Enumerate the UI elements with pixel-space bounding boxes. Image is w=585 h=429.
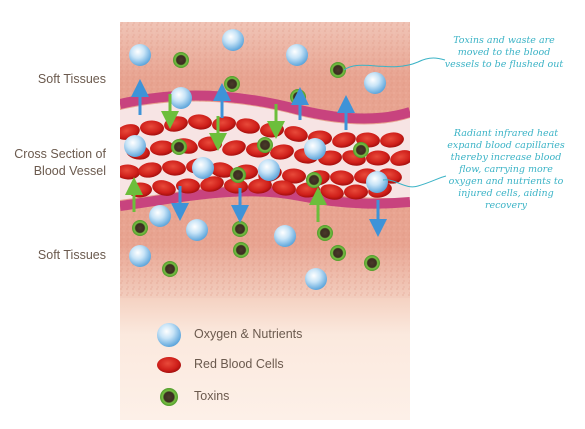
red-blood-cell [150,140,174,156]
oxygen-sphere [222,29,244,51]
annot-line: injured cells, aiding [458,188,554,199]
cross-section-line1: Cross Section of [14,147,106,161]
red-blood-cell [282,168,306,184]
toxin-particle [353,142,369,158]
annot-line: expand blood capillaries [447,140,565,151]
oxygen-sphere [258,159,280,181]
red-blood-cell [188,114,212,130]
toxin-particle [306,172,322,188]
oxygen-sphere [124,135,146,157]
infrared-annotation: Radiant infrared heat expand blood capil… [436,128,576,212]
red-blood-cell [330,170,354,186]
oxygen-sphere [192,157,214,179]
toxin-particle [132,220,148,236]
red-blood-cell [332,132,356,148]
infrared-leader-line [382,175,447,188]
oxygen-sphere [186,219,208,241]
oxygen-sphere [170,87,192,109]
red-blood-cell [380,132,404,148]
red-blood-cell [366,150,390,166]
annot-line: Radiant infrared heat [453,128,559,139]
oxygen-sphere [364,72,386,94]
red-blood-cell [162,160,186,176]
annot-line: Toxins and waste are [453,35,555,46]
red-blood-cell [152,180,176,196]
oxygen-sphere [129,44,151,66]
red-blood-cell [390,150,410,166]
red-blood-cell [224,178,248,194]
toxin-particle [173,52,189,68]
toxin-particle [290,89,306,105]
toxin-particle [257,137,273,153]
oxygen-sphere [129,245,151,267]
toxin-particle [232,221,248,237]
red-blood-cell [176,178,200,194]
soft-tissues-top-label: Soft Tissues [37,72,106,86]
toxin-particle [364,255,380,271]
oxygen-sphere [286,44,308,66]
red-blood-cell [140,120,164,136]
red-blood-cell [222,140,246,156]
toxin-particle [233,242,249,258]
red-blood-cell [210,162,234,178]
annot-line: oxygen and nutrients to [448,176,564,187]
annot-line: vessels to be flushed out [444,59,564,70]
red-blood-cell [236,118,260,134]
toxin-particle [317,225,333,241]
toxins-annotation: Toxins and waste are moved to the blood … [428,35,580,71]
annot-line: thereby increase blood [450,152,562,163]
red-blood-cell [272,180,296,196]
legend-toxin-label: Toxins [194,389,230,403]
legend-oxygen-icon [157,323,181,347]
annot-line: recovery [484,200,528,211]
toxin-particle [330,62,346,78]
legend-rbc-icon [157,357,181,373]
red-blood-cell [344,184,368,200]
oxygen-sphere [274,225,296,247]
toxin-particle [330,245,346,261]
legend-toxin-icon [160,388,178,406]
oxygen-sphere [305,268,327,290]
flow-arrows [125,79,387,237]
legend-rbc-label: Red Blood Cells [194,357,284,371]
cross-section-line2: Blood Vessel [33,164,106,178]
oxygen-nutrients [124,29,388,290]
red-blood-cell [248,178,272,194]
cross-section-label: Cross Section of Blood Vessel [0,146,106,180]
annot-line: flow, carrying more [459,164,553,175]
oxygen-sphere [366,171,388,193]
toxin-particle [224,76,240,92]
oxygen-sphere [304,138,326,160]
toxin-particle [162,261,178,277]
red-blood-cell [200,176,224,192]
oxygen-sphere [149,205,171,227]
legend-oxygen-label: Oxygen & Nutrients [194,327,303,341]
red-blood-cell [138,162,162,178]
red-blood-cell [120,164,140,180]
annot-line: moved to the blood [457,47,551,58]
soft-tissues-bottom-label: Soft Tissues [37,248,106,262]
toxins [132,52,380,277]
toxin-particle [230,167,246,183]
toxins-leader-line [343,57,446,71]
vessel-wall-bottom [120,186,410,211]
red-blood-cell [270,144,294,160]
toxin-particle [171,139,187,155]
red-blood-cell [284,126,308,142]
